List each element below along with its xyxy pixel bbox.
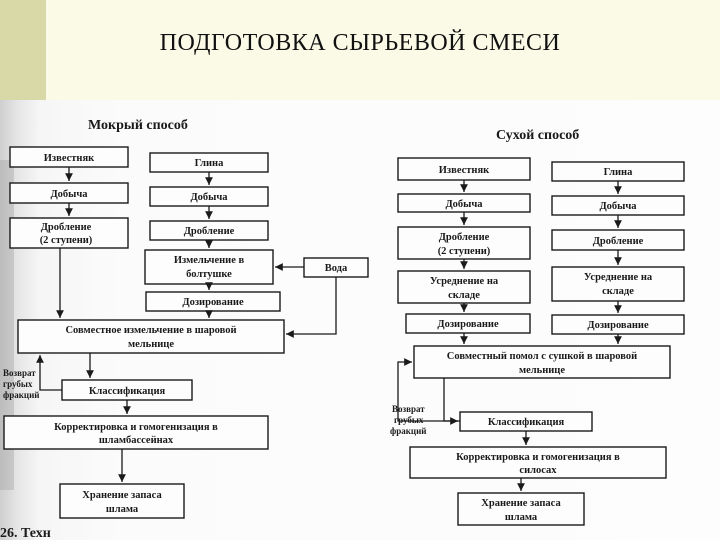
- dry-correction-label-1: Корректировка и гомогенизация в: [456, 452, 620, 463]
- wet-crushing-left-label-2: (2 ступени): [40, 235, 93, 246]
- wet-dosing-box: [145, 291, 281, 312]
- wet-extraction-right-label: Добыча: [190, 192, 228, 203]
- dry-dosing-left-box: [405, 313, 531, 334]
- wet-grinding-mixer-label-2: болтушке: [186, 269, 232, 280]
- wet-grinding-mixer-label-1: Измельчение в: [174, 255, 245, 266]
- wet-classification-label: Классификация: [89, 386, 166, 397]
- dry-correction-label-2: силосах: [519, 465, 557, 476]
- wet-joint-grinding-label-1: Совместное измельчение в шаровой: [65, 325, 236, 336]
- wet-correction-label-2: шламбассейнах: [99, 435, 174, 446]
- wet-grinding-mixer-box: [144, 249, 274, 285]
- dry-averaging-left-label-1: Усреднение на: [430, 276, 499, 287]
- dry-crushing-left-label-1: Дробление: [439, 232, 490, 243]
- wet-edge-8: [286, 277, 337, 338]
- dry-storage-label-2: шлама: [505, 512, 538, 523]
- wet-storage-label-1: Хранение запаса: [82, 490, 162, 501]
- dry-correction-box: [409, 446, 667, 479]
- dry-joint-milling-box: [413, 345, 671, 379]
- page-footer-fragment: 26. Техн: [0, 526, 51, 540]
- slide-header: ПОДГОТОВКА СЫРЬЕВОЙ СМЕСИ: [0, 0, 720, 100]
- wet-return-label-2: грубых: [3, 379, 33, 389]
- wet-dosing-label: Дозирование: [182, 297, 244, 308]
- wet-edge-12: [36, 355, 62, 391]
- header-accent-bar: [0, 0, 46, 100]
- dry-extraction-left-label: Добыча: [445, 199, 483, 210]
- flowchart: Мокрый способ Известняк Добыча Дробление…: [0, 118, 685, 540]
- dry-crushing-right-label: Дробление: [593, 236, 644, 247]
- dry-storage-label-1: Хранение запаса: [481, 498, 561, 509]
- dry-joint-milling-label-2: мельнице: [519, 365, 565, 376]
- dry-limestone-label: Известняк: [439, 165, 490, 176]
- wet-water-label: Вода: [325, 263, 348, 274]
- scanned-flowchart-image: Мокрый способ Известняк Добыча Дробление…: [0, 100, 720, 540]
- wet-return-label-3: фракций: [3, 390, 39, 400]
- wet-extraction-left-label: Добыча: [50, 189, 88, 200]
- dry-averaging-right-box: [551, 266, 685, 302]
- dry-dosing-left-label: Дозирование: [437, 319, 499, 330]
- dry-edge-11: [443, 378, 458, 425]
- dry-averaging-left-label-2: складе: [448, 290, 480, 301]
- dry-crushing-left-label-2: (2 ступени): [438, 246, 491, 257]
- wet-clay-label: Глина: [195, 158, 224, 169]
- wet-crushing-left-box: [9, 217, 129, 249]
- wet-crushing-right-label: Дробление: [184, 226, 235, 237]
- wet-correction-box: [3, 415, 269, 450]
- dry-return-label-3: фракций: [390, 426, 426, 436]
- dry-averaging-right-label-2: складе: [602, 286, 634, 297]
- dry-storage-box: [457, 492, 585, 526]
- wet-storage-label-2: шлама: [106, 504, 139, 515]
- wet-limestone-label: Известняк: [44, 153, 95, 164]
- dry-classification-label: Классификация: [488, 417, 565, 428]
- dry-averaging-right-label-1: Усреднение на: [584, 272, 653, 283]
- wet-joint-grinding-label-2: мельнице: [128, 339, 174, 350]
- wet-method-heading: Мокрый способ: [88, 118, 188, 133]
- dry-edge-12: [397, 358, 460, 422]
- wet-crushing-left-label-1: Дробление: [41, 222, 92, 233]
- dry-return-label-1: Возврат: [392, 404, 425, 414]
- wet-return-label-1: Возврат: [3, 368, 36, 378]
- wet-joint-grinding-box: [17, 319, 285, 354]
- wet-correction-label-1: Корректировка и гомогенизация в: [54, 422, 218, 433]
- dry-dosing-right-label: Дозирование: [587, 320, 649, 331]
- dry-joint-milling-label-1: Совместный помол с сушкой в шаровой: [447, 351, 637, 362]
- dry-clay-label: Глина: [604, 167, 633, 178]
- dry-extraction-right-label: Добыча: [599, 201, 637, 212]
- dry-method-heading: Сухой способ: [496, 128, 579, 143]
- wet-storage-box: [59, 483, 185, 519]
- dry-return-label-2: грубых: [394, 415, 424, 425]
- slide-title: ПОДГОТОВКА СЫРЬЕВОЙ СМЕСИ: [159, 30, 561, 56]
